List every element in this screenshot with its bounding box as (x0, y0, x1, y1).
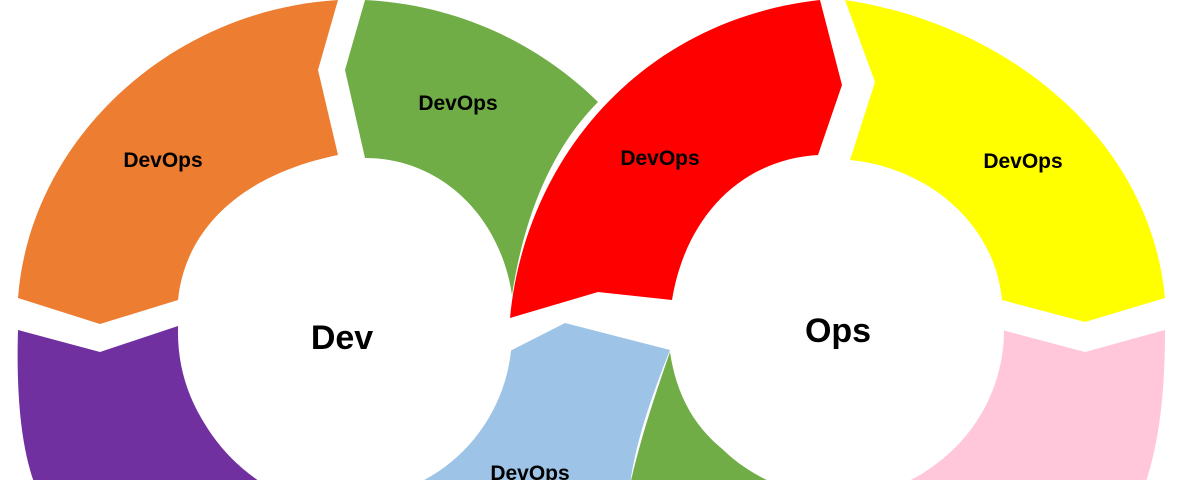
segment-blue-label: DevOps (490, 462, 569, 480)
segment-orange (18, 0, 338, 324)
segment-pink (910, 330, 1165, 480)
segment-yellow (845, 0, 1165, 322)
segment-purple (17, 326, 258, 480)
segment-yellow-label: DevOps (983, 150, 1062, 173)
segment-red (510, 0, 842, 318)
right-loop (510, 0, 1165, 480)
segment-orange-label: DevOps (123, 149, 202, 172)
dev-hub-circle (178, 166, 512, 480)
ops-hub-label: Ops (805, 312, 871, 350)
left-loop (17, 0, 670, 480)
dev-hub-label: Dev (311, 319, 373, 357)
segment-green-top-label: DevOps (418, 92, 497, 115)
ops-hub-circle (672, 164, 1004, 480)
segment-green-bottom (631, 352, 783, 480)
segment-green-top (345, 0, 598, 295)
segment-blue (408, 323, 670, 480)
segment-red-label: DevOps (620, 147, 699, 170)
